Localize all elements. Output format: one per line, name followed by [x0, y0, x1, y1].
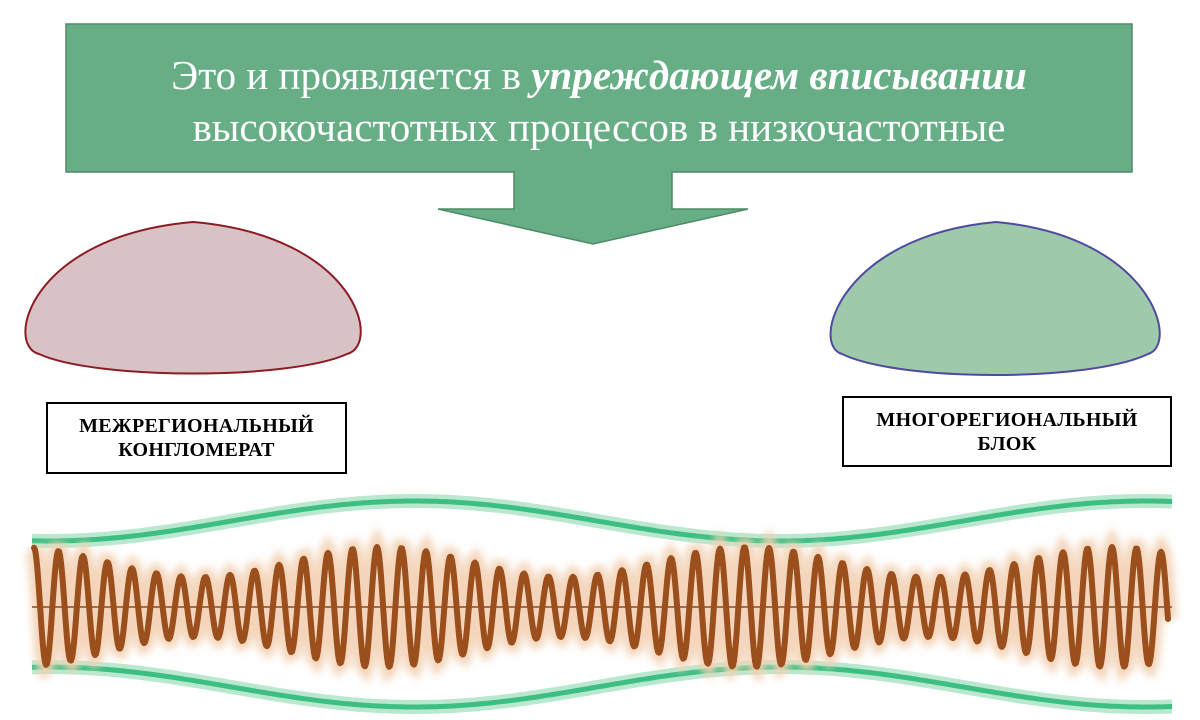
- arrow-shape: [65, 23, 1133, 245]
- headline-line-1: Это и проявляется в упреждающем вписыван…: [68, 51, 1130, 99]
- left-dome-shape: [24, 220, 362, 375]
- label-right-line-2: БЛОК: [977, 432, 1037, 455]
- envelope-bottom: [31, 664, 1173, 710]
- headline-text-emphasis: упреждающем вписывании: [531, 52, 1027, 98]
- label-left-line-1: МЕЖРЕГИОНАЛЬНЫЙ: [79, 415, 314, 437]
- label-multiregional-block: МНОГОРЕГИОНАЛЬНЫЙ БЛОК: [842, 396, 1172, 467]
- right-dome-shape: [829, 220, 1161, 376]
- domes: [24, 220, 1161, 376]
- label-right-line-1: МНОГОРЕГИОНАЛЬНЫЙ: [876, 408, 1138, 431]
- label-interregional-conglomerate: МЕЖРЕГИОНАЛЬНЫЙ КОНГЛОМЕРАТ: [46, 402, 347, 474]
- down-arrow-callout: [65, 23, 1133, 245]
- headline-line-2: высокочастотных процессов в низкочастотн…: [192, 104, 1006, 150]
- headline-text-plain: Это и проявляется в: [171, 52, 532, 98]
- label-left-line-2: КОНГЛОМЕРАТ: [118, 439, 275, 461]
- carrier-wave: [31, 544, 1171, 670]
- envelope-top: [31, 498, 1173, 544]
